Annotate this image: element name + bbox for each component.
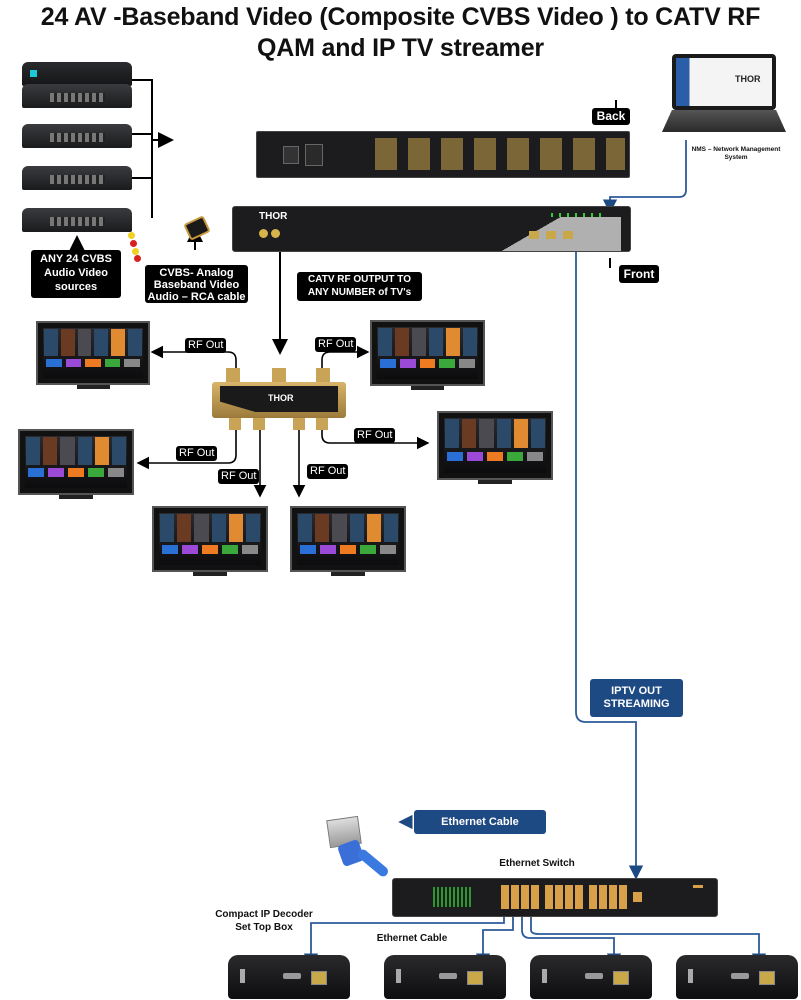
laptop-keyboard <box>662 110 786 132</box>
decoder-ethernet-port <box>467 971 483 985</box>
decoder-ethernet-port <box>311 971 327 985</box>
ip-decoder-4 <box>676 955 798 999</box>
tv-2 <box>370 320 485 390</box>
tv-4 <box>437 411 553 484</box>
source-stb-2 <box>22 84 132 108</box>
switch-ports-group-3 <box>589 885 629 909</box>
laptop-screen <box>676 58 772 106</box>
rf-out-label-6: RF Out <box>307 464 349 479</box>
source-stb-5 <box>22 208 132 232</box>
encoder-back-panel <box>256 131 630 178</box>
tv-3 <box>18 429 134 499</box>
ethernet-switch-label: Ethernet Switch <box>499 858 575 869</box>
switch-uplink-port <box>633 892 642 902</box>
source-stb-3 <box>22 124 132 148</box>
decoder-ethernet-port <box>759 971 775 985</box>
title-line-1: 24 AV -Baseband Video (Composite CVBS Vi… <box>40 3 761 31</box>
encoder-front-panel: THOR <box>232 206 631 252</box>
splitter-brand: THOR <box>268 393 294 403</box>
title-line-2: QAM and IP TV streamer <box>257 34 544 62</box>
source-stb-4 <box>22 166 132 190</box>
ip-decoder-1 <box>228 955 350 999</box>
rf-out-label-4: RF Out <box>354 428 396 443</box>
catv-output-callout: CATV RF OUTPUT TO ANY NUMBER of TV's <box>297 272 422 301</box>
laptop-brand: THOR <box>735 74 761 84</box>
status-leds <box>551 213 601 217</box>
decoder-ethernet-port <box>613 971 629 985</box>
switch-ports-group-1 <box>501 885 541 909</box>
ip-decoder-3 <box>530 955 652 999</box>
rf-out-label-1: RF Out <box>185 338 227 353</box>
rf-test-port-icon <box>259 229 268 238</box>
rf-out-lines <box>136 345 430 498</box>
ethernet-cable-callout: Ethernet Cable <box>414 810 546 834</box>
source-stb-1 <box>22 62 132 86</box>
stb-logo-icon <box>30 70 37 77</box>
rf-out-label-2: RF Out <box>315 337 357 352</box>
rf-out-label-5: RF Out <box>218 469 260 484</box>
encoder-brand: THOR <box>259 211 288 222</box>
ip-decoder-2 <box>384 955 506 999</box>
ethernet-switch <box>392 878 718 917</box>
data1-port-icon <box>529 231 539 239</box>
tv-1 <box>36 321 150 389</box>
power-inlet-icon <box>305 144 323 166</box>
decoder-label: Compact IP Decoder Set Top Box <box>215 909 313 933</box>
network-cables <box>303 140 767 968</box>
switch-leds <box>433 887 473 907</box>
power-switch-icon <box>283 146 299 164</box>
data2-port-icon <box>546 231 556 239</box>
tv-6 <box>290 506 406 576</box>
ethernet-cable-label: Ethernet Cable <box>376 933 448 944</box>
back-callout: Back <box>592 108 630 125</box>
rf-out-label-3: RF Out <box>176 446 218 461</box>
tv-5 <box>152 506 268 576</box>
iptv-out-callout: IPTV OUT STREAMING <box>590 679 683 717</box>
sources-callout: ANY 24 CVBS Audio Video sources <box>31 250 121 298</box>
nms-label: NMS – Network Management System <box>691 146 781 161</box>
rca-cable-callout: CVBS- Analog Baseband Video Audio – RCA … <box>145 265 248 303</box>
switch-ports-group-2 <box>545 885 585 909</box>
front-callout: Front <box>619 265 659 283</box>
rf-out-port-icon <box>271 229 280 238</box>
nms-port-icon <box>563 231 573 239</box>
cvbs-input-connectors <box>375 138 625 170</box>
